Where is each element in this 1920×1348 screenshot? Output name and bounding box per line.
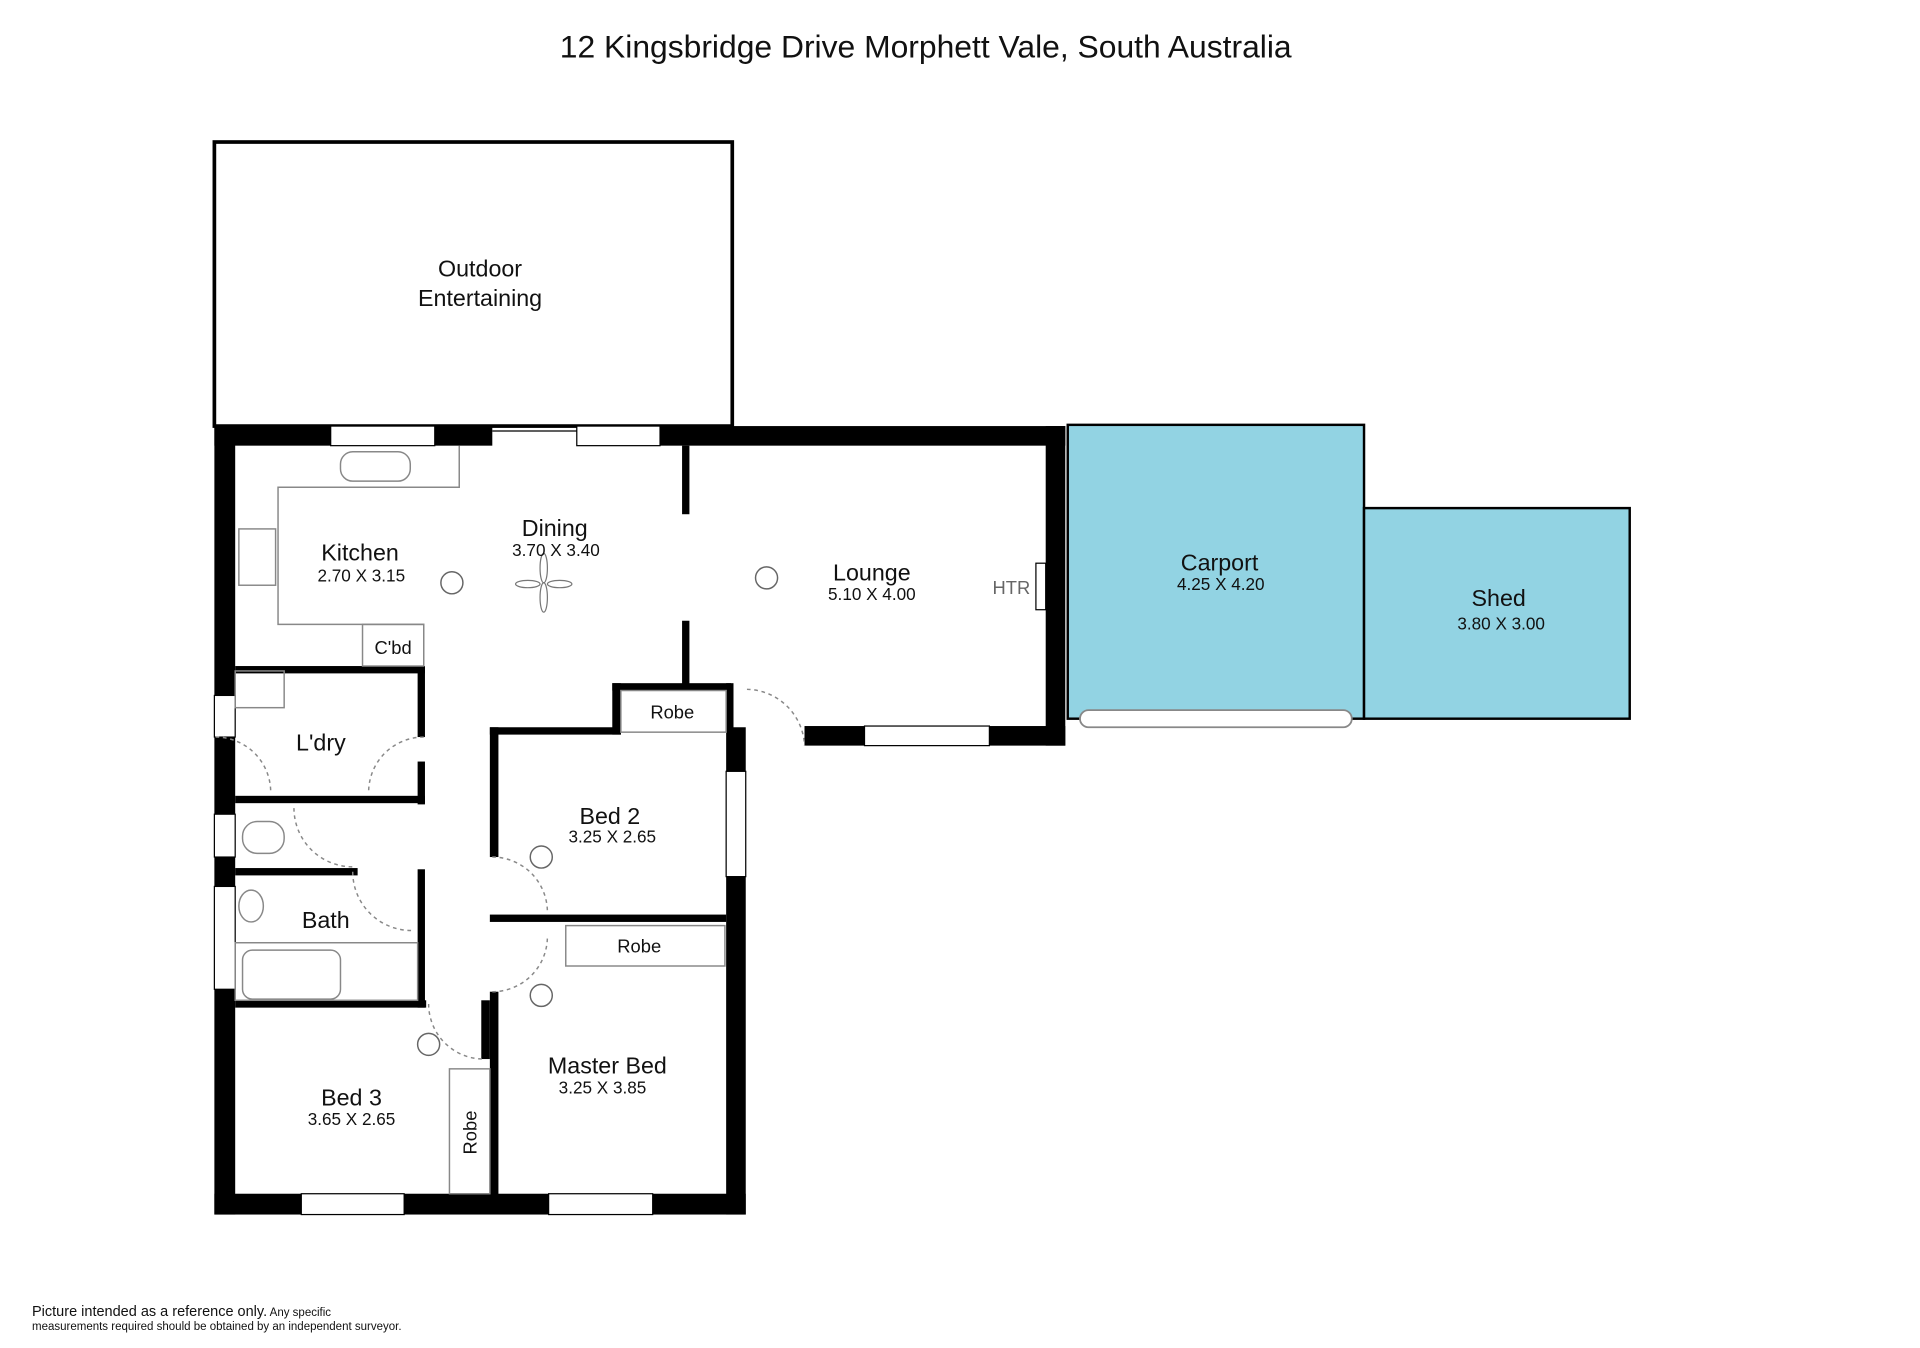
fixtures (215, 445, 806, 1195)
robe-master-label: Robe (617, 936, 661, 957)
kitchen-label: Kitchen (321, 540, 399, 566)
disclaimer-line1: Any specific (267, 1307, 332, 1319)
carport-area (1066, 423, 1366, 720)
disclaimer: Picture intended as a reference only. An… (32, 1305, 402, 1334)
master-bed-dims: 3.25 X 3.85 (559, 1077, 647, 1097)
outdoor-entertaining-area (212, 140, 735, 428)
laundry-label: L'dry (296, 730, 346, 756)
lounge-dims: 5.10 X 4.00 (828, 584, 916, 604)
lounge-label: Lounge (833, 559, 911, 585)
shed-label: Shed (1472, 585, 1526, 611)
plan-title: 12 Kingsbridge Drive Morphett Vale, Sout… (560, 29, 1292, 65)
dining-label: Dining (522, 515, 588, 541)
windows (213, 425, 1047, 1216)
master-bed-label: Master Bed (548, 1053, 667, 1079)
robe-bed2-label: Robe (650, 702, 694, 723)
heater-label: HTR (993, 577, 1031, 598)
disclaimer-bold: Picture intended as a reference only. (32, 1304, 268, 1320)
outdoor-label-2: Entertaining (418, 285, 542, 311)
kitchen-dims: 2.70 X 3.15 (317, 566, 405, 586)
shed-dims: 3.80 X 3.00 (1457, 613, 1545, 633)
carport-opening (1079, 709, 1353, 729)
bed2-dims: 3.25 X 2.65 (568, 826, 656, 846)
ceiling-lights (416, 566, 779, 1057)
outdoor-label-1: Outdoor (438, 256, 522, 282)
dining-dims: 3.70 X 3.40 (512, 540, 600, 560)
carport-dims: 4.25 X 4.20 (1177, 574, 1265, 594)
robe-bed3-label: Robe (459, 1111, 480, 1155)
cupboard-label: C'bd (375, 637, 412, 658)
ceiling-fan-icon (514, 552, 573, 613)
shed-area (1362, 506, 1631, 720)
bed3-label: Bed 3 (321, 1085, 382, 1111)
disclaimer-line2: measurements required should be obtained… (32, 1321, 402, 1333)
bed2-label: Bed 2 (579, 803, 640, 829)
bed3-dims: 3.65 X 2.65 (308, 1109, 396, 1129)
bath-label: Bath (302, 907, 350, 933)
carport-label: Carport (1181, 550, 1259, 576)
